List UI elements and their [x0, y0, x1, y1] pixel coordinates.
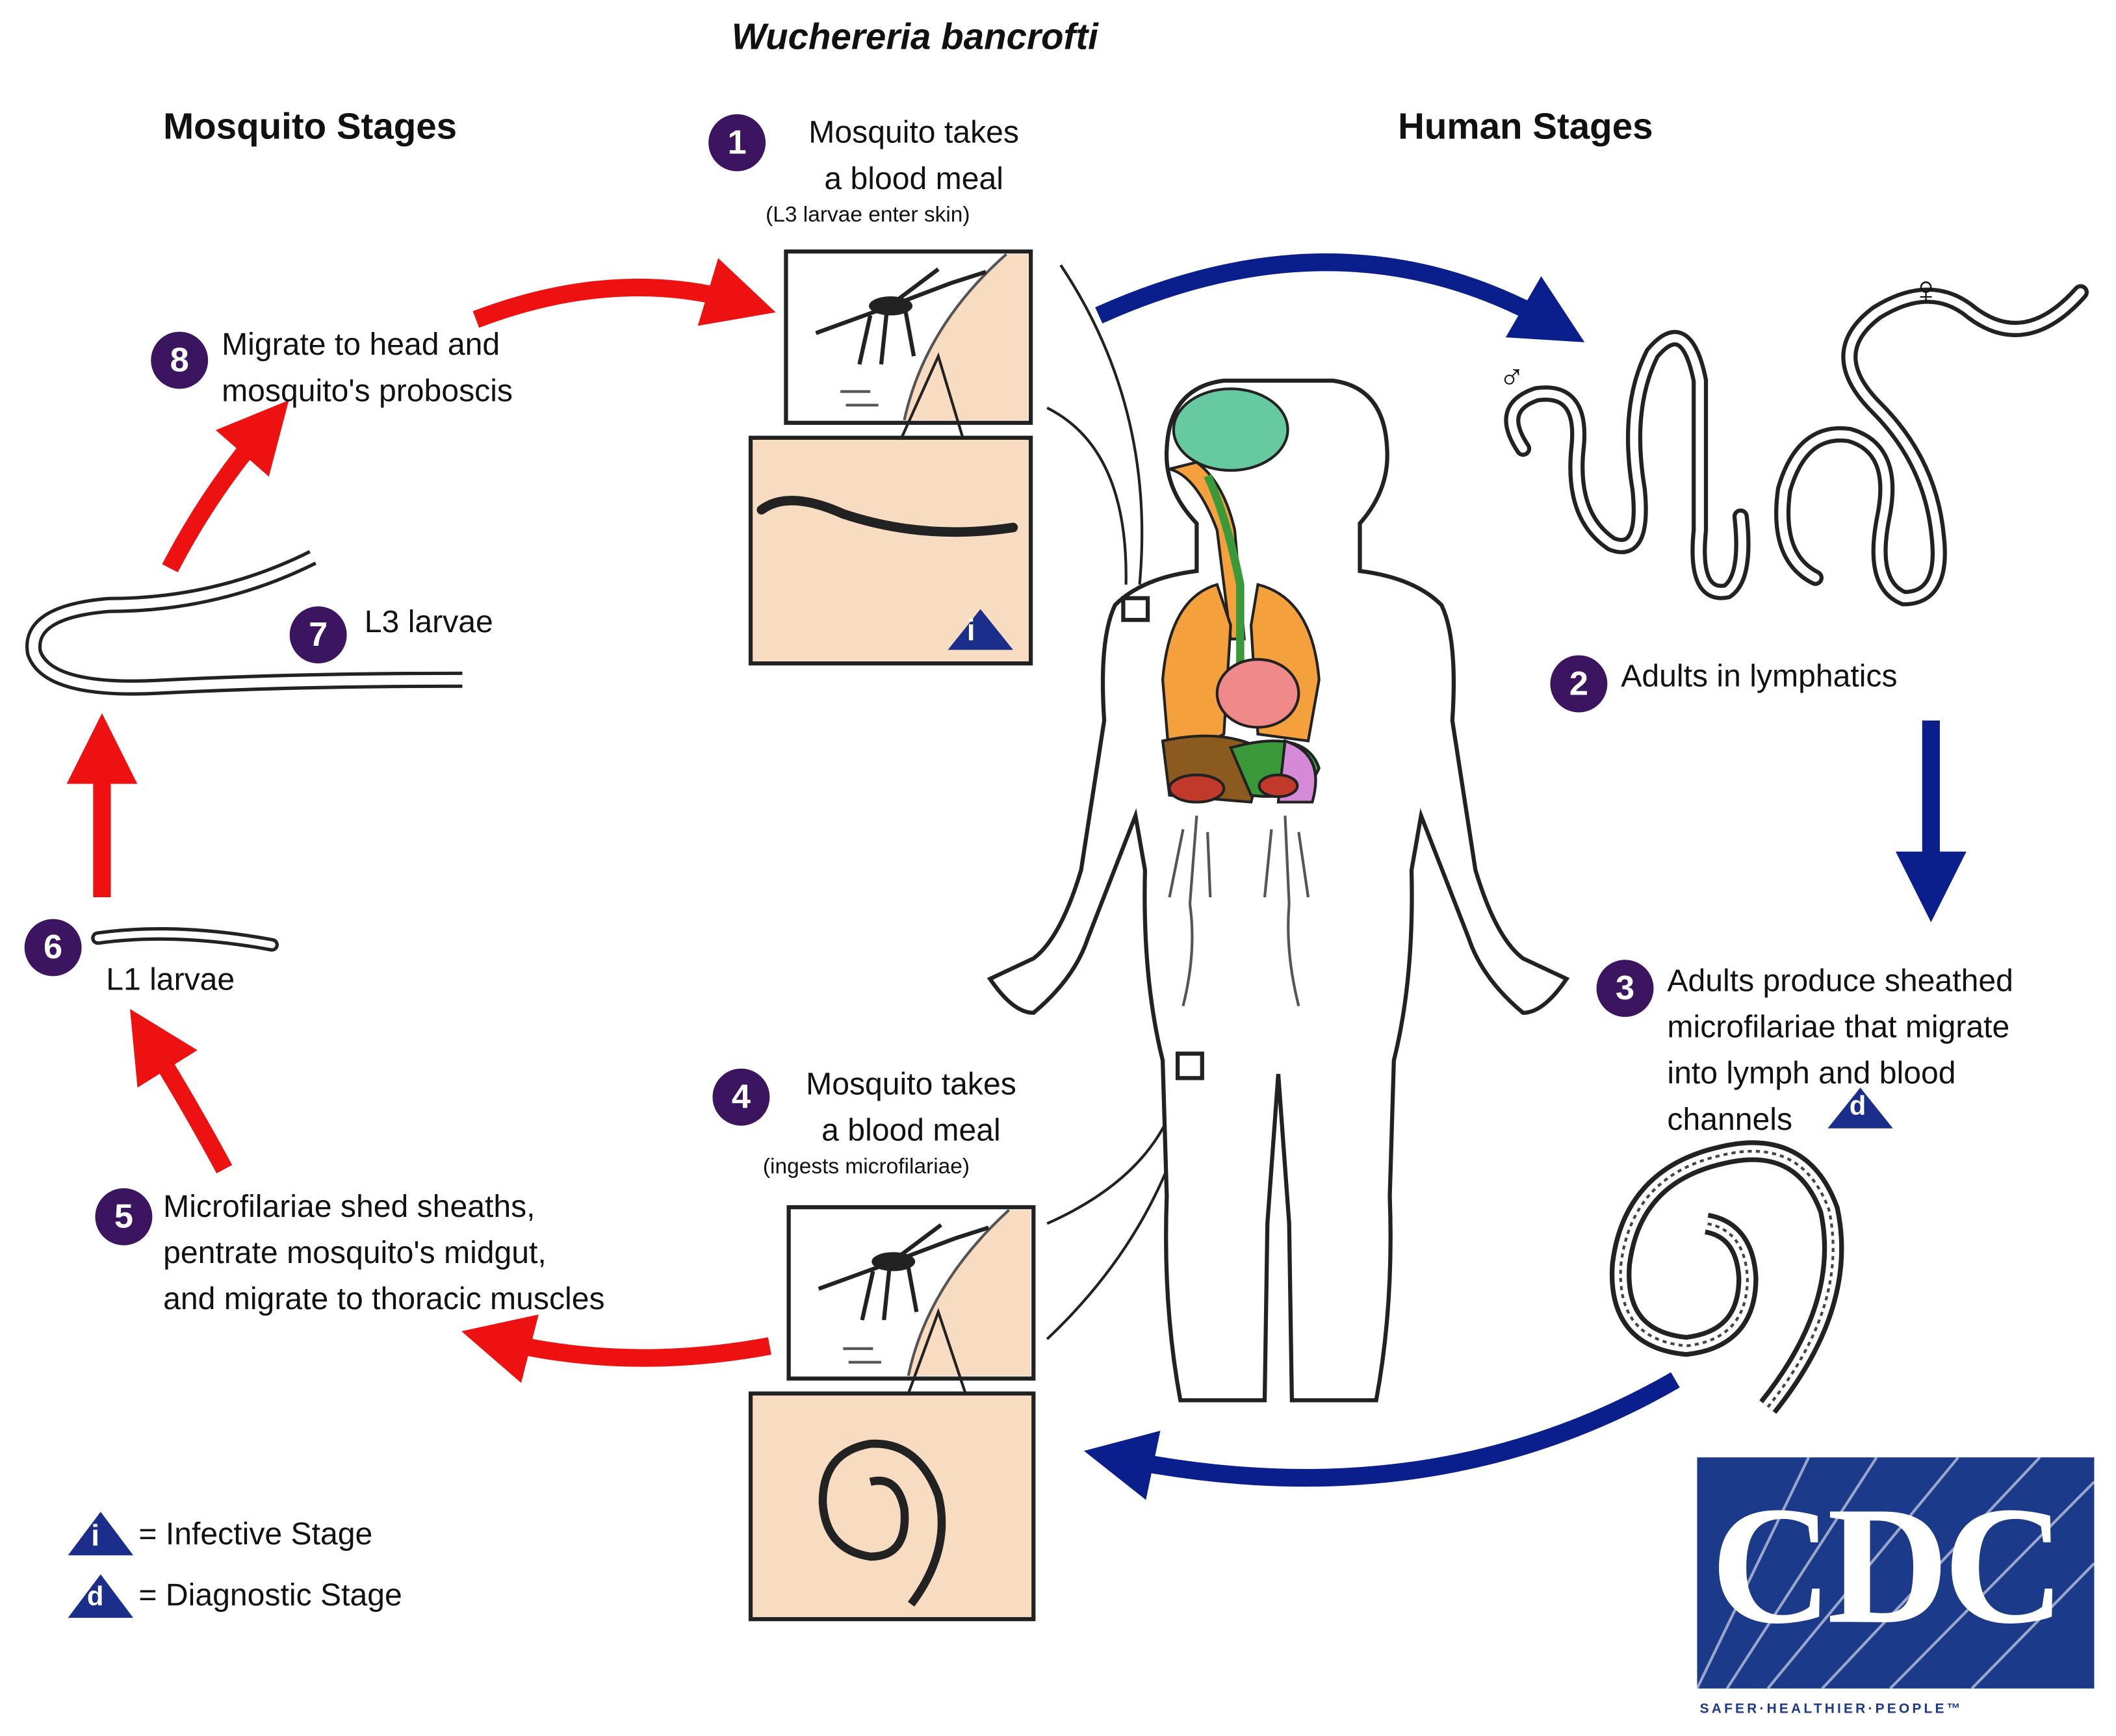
step-3-caption: Adults produce sheathed microfilariae th… [1667, 957, 2013, 1142]
step-3-line-4: channels [1667, 1101, 1793, 1137]
kidney [1168, 773, 1226, 804]
internal-organs [1161, 387, 1321, 804]
step-badge-8: 8 [151, 331, 209, 389]
legend-diagnostic-symbol: d [86, 1582, 104, 1613]
l1-larva [91, 927, 279, 952]
lymphatic-vessels [1168, 815, 1310, 1006]
cdc-tagline: SAFER·HEALTHIER·PEOPLE™ [1699, 1702, 1963, 1717]
step-1-line-2: a blood meal [824, 160, 1003, 196]
arrow-1-to-2 [1095, 253, 1585, 342]
step-badge-1: 1 [708, 114, 766, 172]
human-body [987, 378, 1570, 1403]
step-8-line-2: mosquito's proboscis [222, 372, 513, 408]
legend-infective-symbol: i [91, 1518, 100, 1553]
step-badge-3: 3 [1596, 960, 1654, 1017]
adult-worms [1504, 284, 2089, 607]
diagnostic-stage-icon [1827, 1088, 1893, 1129]
inset-microfilaria [748, 1307, 1036, 1622]
female-symbol: ♀ [1910, 269, 1942, 314]
diagnostic-stage-marker: d [1849, 1091, 1866, 1122]
legend-infective-label: = Infective Stage [138, 1516, 373, 1551]
callout-line-top [1046, 264, 1144, 585]
female-worm [1774, 284, 2089, 607]
arrow-7-to-8 [162, 400, 289, 572]
step-1-line-1: Mosquito takes [808, 114, 1020, 150]
step-badge-6: 6 [24, 919, 82, 976]
step-1-note: (L3 larvae enter skin) [766, 203, 970, 227]
arrow-5-to-6 [130, 1008, 233, 1174]
step-6-caption: L1 larvae [106, 961, 235, 997]
male-worm [1504, 330, 1751, 600]
step-5-line-3: and migrate to thoracic muscles [163, 1281, 605, 1316]
heading-human-stages: Human Stages [1398, 106, 1653, 147]
heart [1215, 657, 1300, 729]
step-4-note: (ingests microfilariae) [762, 1155, 970, 1179]
inset-mosquito-bite-4 [786, 1205, 1036, 1381]
heading-mosquito-stages: Mosquito Stages [163, 106, 458, 147]
l3-larva [25, 550, 463, 696]
arrow-4-to-5 [461, 1314, 771, 1383]
inset-l3-larva [748, 352, 1033, 666]
human-stage-arrows [1083, 253, 1967, 1500]
step-3-line-1: Adults produce sheathed [1667, 962, 2013, 998]
arrow-3-to-4 [1083, 1372, 1680, 1500]
esophagus [1204, 474, 1245, 708]
step-3-line-3: into lymph and blood [1667, 1054, 1956, 1091]
step-8-line-1: Migrate to head and [222, 326, 500, 362]
cdc-logo [1696, 1456, 2095, 1690]
step-badge-5: 5 [95, 1188, 153, 1245]
step-5-line-2: pentrate mosquito's midgut, [163, 1234, 547, 1270]
step-badge-7: 7 [289, 606, 347, 664]
step-4-line-2: a blood meal [821, 1112, 1001, 1148]
step-3-line-2: microfilariae that migrate [1667, 1008, 2010, 1045]
step-7-caption: L3 larvae [364, 604, 493, 639]
legend-diagnostic-icon [68, 1574, 134, 1618]
legend-diagnostic-label: = Diagnostic Stage [138, 1577, 402, 1613]
legend-infective-icon [68, 1511, 134, 1555]
mosquito-stage-arrows [66, 258, 776, 1383]
step-4-caption: Mosquito takes a blood meal [775, 1060, 1048, 1153]
diagram-title: Wuchereria bancrofti [731, 16, 1098, 57]
step-8-caption: Migrate to head and mosquito's proboscis [222, 321, 513, 413]
infective-stage-icon [948, 609, 1013, 650]
step-badge-4: 4 [712, 1068, 770, 1126]
step-badge-2: 2 [1550, 655, 1608, 713]
cdc-logo-text: CDC [1710, 1472, 2065, 1659]
step-5-caption: Microfilariae shed sheaths, pentrate mos… [163, 1182, 604, 1321]
left-lung [1161, 583, 1232, 764]
sheathed-microfilaria [1609, 1140, 1844, 1414]
step-1-caption: Mosquito takes a blood meal [778, 108, 1050, 201]
step-2-caption: Adults in lymphatics [1621, 657, 1898, 694]
male-symbol: ♂ [1498, 356, 1525, 398]
step-5-line-1: Microfilariae shed sheaths, [163, 1188, 535, 1224]
brain [1172, 387, 1289, 472]
arrow-8-to-1 [472, 258, 776, 328]
infective-stage-marker: i [966, 613, 975, 648]
step-4-line-1: Mosquito takes [806, 1066, 1016, 1101]
inset-mosquito-bite-1 [784, 249, 1033, 425]
